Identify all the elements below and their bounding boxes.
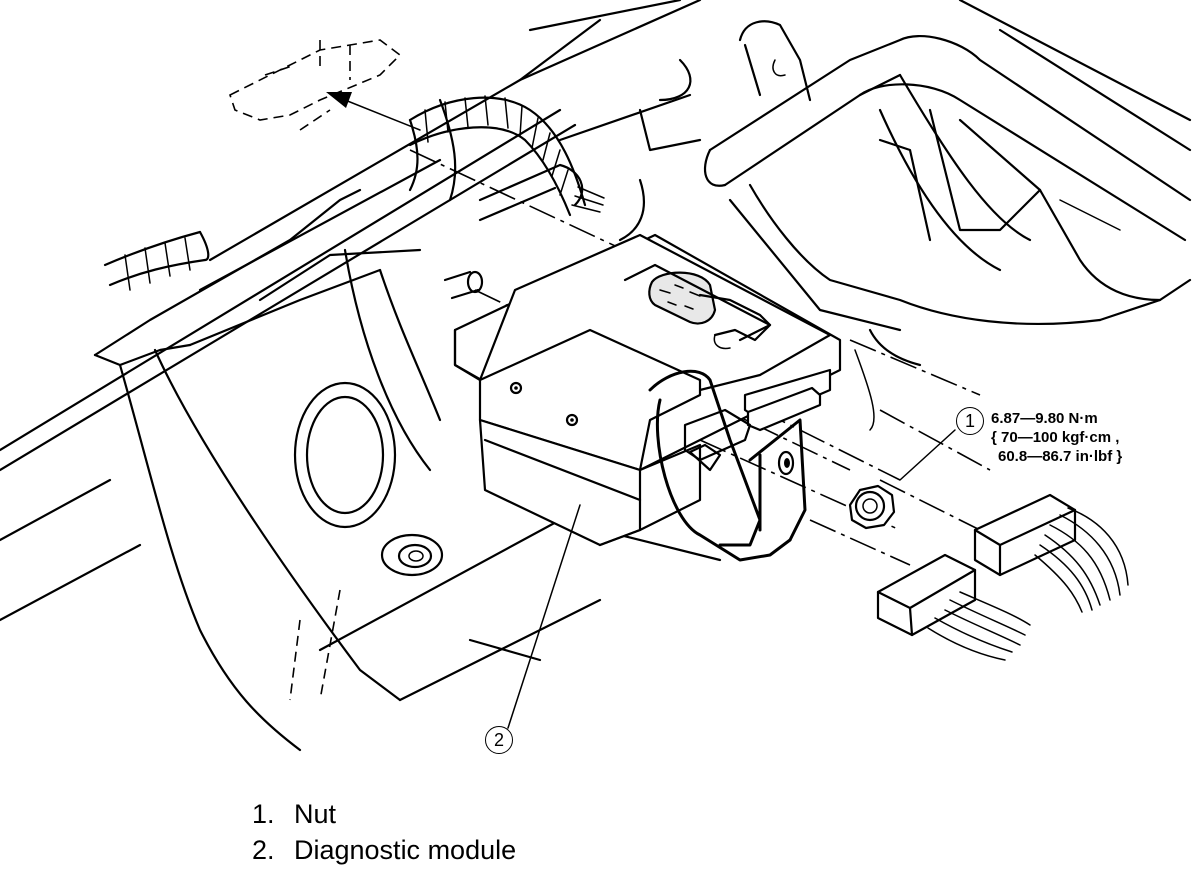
module-leader	[507, 504, 581, 729]
nut	[848, 429, 956, 530]
legend-label: Nut	[294, 799, 337, 829]
callout-module: 2	[485, 726, 513, 754]
legend-item-nut: 1. Nut	[252, 796, 516, 832]
torque-spec: 6.87—9.80 N·m { 70—100 kgf·cm , 60.8—86.…	[991, 409, 1122, 466]
harness-connector-upper	[973, 493, 1129, 613]
floor-grommet	[293, 381, 397, 529]
legend-label: Diagnostic module	[294, 835, 517, 865]
callout-nut: 1	[956, 407, 984, 435]
legend-item-diagnostic-module: 2. Diagnostic module	[252, 832, 516, 868]
floor-plug	[380, 533, 444, 577]
legend-number: 1.	[252, 799, 275, 829]
direction-arrow	[326, 92, 421, 131]
vent-duct	[703, 0, 1192, 367]
diagnostic-module	[453, 233, 842, 547]
legend-number: 2.	[252, 835, 275, 865]
floor-panel	[0, 108, 722, 752]
parts-legend: 1. Nut 2. Diagnostic module	[252, 796, 516, 868]
mounting-bracket	[648, 369, 807, 562]
main-harness	[408, 95, 605, 217]
relocation-outline	[229, 39, 402, 131]
callout-module-number: 2	[493, 730, 504, 750]
callout-nut-number: 1	[964, 411, 975, 431]
left-harness	[103, 230, 210, 291]
torque-line-2: { 70—100 kgf·cm ,	[991, 429, 1120, 446]
harness-connector-lower	[876, 553, 1031, 661]
stud-pin	[443, 270, 484, 300]
torque-line-1: 6.87—9.80 N·m	[991, 410, 1098, 427]
tunnel-upper	[198, 0, 702, 292]
torque-line-3: 60.8—86.7 in·lbf }	[998, 448, 1123, 465]
